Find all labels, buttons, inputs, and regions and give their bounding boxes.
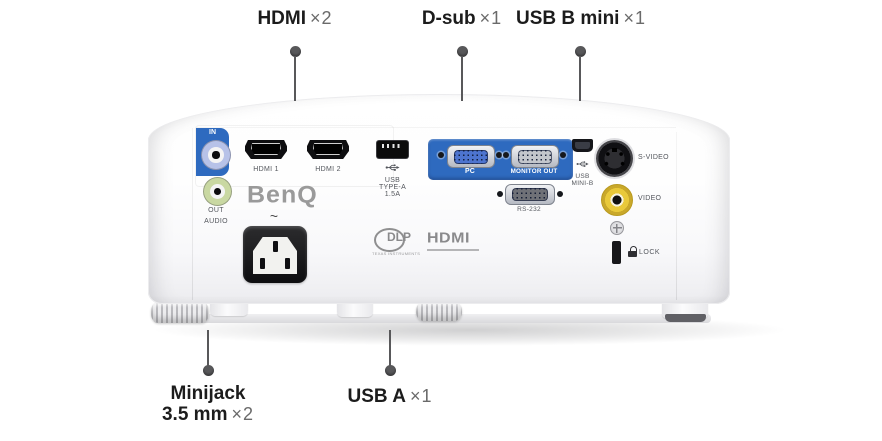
power-inlet [243, 226, 307, 283]
hdmi-1-port [245, 140, 287, 159]
lock-icon-body [628, 250, 637, 257]
pc-screw-left [438, 152, 444, 158]
adjustable-foot-center [416, 302, 462, 321]
rs232-screw-left [497, 191, 503, 197]
usb-trident-icon [385, 164, 400, 171]
video-rca-port [601, 184, 633, 216]
screw-icon [610, 221, 624, 235]
callout-usb-a-name: USB A [347, 386, 406, 407]
usb-type-a-label-block: USB TYPE-A 1.5A [370, 159, 415, 198]
pc-label: PC [464, 168, 476, 175]
callout-dsub-dot [457, 46, 468, 57]
rs232-label: RS-232 [517, 206, 541, 213]
usb-type-a-label-usb: USB [384, 177, 401, 184]
usb-type-a-label-type: TYPE-A [378, 184, 407, 191]
lock-icon-shackle [629, 246, 637, 252]
callout-dsub-count: ×1 [479, 8, 503, 28]
adjustable-foot-left [151, 302, 209, 323]
hdmi-2-port [307, 140, 349, 159]
callout-usb-b-mini-dot [575, 46, 586, 57]
callout-usb-b-mini-line [579, 56, 581, 101]
rs232-port [505, 184, 555, 205]
dlp-logo-ellipse [374, 228, 405, 252]
dlp-logo-text: DLP [387, 230, 411, 244]
callout-minijack-line [207, 330, 209, 367]
hdmi-2-label: HDMI 2 [315, 166, 341, 173]
lock-icon [628, 246, 637, 257]
audio-out-label: OUT [208, 207, 224, 214]
s-video-port [596, 140, 633, 177]
usb-mini-b-label-block: USB MINI-B [560, 155, 605, 187]
monitor-out-vga-port [511, 145, 559, 168]
callout-hdmi-line [294, 56, 296, 101]
callout-usb-b-mini: USB B mini×1 [516, 8, 646, 30]
callout-minijack: Minijack 3.5 mm×2 [162, 384, 254, 425]
usb-mini-b-port [572, 139, 593, 152]
rs232-inner [512, 188, 548, 201]
callout-usb-a-count: ×1 [409, 386, 433, 406]
benq-logo: BenQ [247, 181, 318, 209]
callout-usb-b-mini-name: USB B mini [516, 8, 620, 29]
audio-in-jack-ring [208, 147, 224, 163]
monitor-out-vga-inner [517, 149, 553, 164]
usb-mini-trident-icon [576, 161, 589, 167]
monitor-out-screw-left [503, 152, 509, 158]
kensington-lock-slot [612, 241, 621, 264]
audio-in-jack [201, 140, 231, 170]
callout-usb-a: USB A×1 [348, 386, 433, 408]
usb-mini-b-inner [575, 142, 590, 149]
power-inlet-c14 [253, 237, 297, 274]
ac-power-symbol: ~ [269, 208, 279, 224]
rs232-screw-right [557, 191, 563, 197]
audio-in-label: IN [209, 129, 216, 136]
usb-mini-b-label-type: MINI-B [571, 180, 594, 187]
callout-minijack-count: ×2 [231, 404, 255, 424]
monitor-out-label: MONITOR OUT [510, 168, 558, 175]
audio-out-jack-ring [209, 183, 226, 200]
callout-minijack-name: Minijack [170, 383, 246, 404]
callout-minijack-size: 3.5 mm [161, 404, 228, 425]
callout-minijack-dot [203, 365, 214, 376]
power-pin-slot-right [285, 258, 290, 269]
video-label: VIDEO [638, 195, 662, 202]
callout-hdmi-dot [290, 46, 301, 57]
body-crease-top [196, 127, 676, 128]
body-seam-left [192, 128, 193, 300]
hdmi-2-port-inner [313, 143, 343, 155]
usb-type-a-label-current: 1.5A [384, 191, 401, 198]
hdmi-logo: HDMI [427, 230, 470, 247]
dlp-logo-subtext: TEXAS INSTRUMENTS [372, 251, 421, 256]
power-pin-slot-left [260, 258, 265, 269]
lock-label: LOCK [639, 249, 661, 256]
audio-in-jack-hole [212, 151, 220, 159]
hdmi-1-port-inner [251, 143, 281, 155]
foot-right-pad [665, 314, 706, 322]
s-video-label: S-VIDEO [638, 154, 669, 161]
usb-type-a-port [377, 141, 408, 158]
s-video-pins [596, 140, 633, 177]
pc-vga-port [447, 145, 495, 168]
audio-out-jack [203, 177, 232, 206]
hdmi-logo-tagline-bar [427, 249, 479, 251]
callout-dsub-line [461, 56, 463, 101]
body-seam-right [676, 132, 677, 300]
hdmi-1-label: HDMI 1 [253, 166, 279, 173]
callout-usb-b-mini-count: ×1 [623, 8, 646, 28]
callout-dsub-name: D-sub [421, 8, 476, 29]
callout-usb-a-line [389, 330, 391, 367]
usb-type-a-contacts [382, 144, 403, 148]
callout-usb-a-dot [385, 365, 396, 376]
callout-hdmi-count: ×2 [310, 8, 333, 28]
power-pin-slot-center [272, 241, 278, 252]
audio-out-jack-hole [214, 188, 221, 195]
pc-vga-inner [453, 149, 489, 164]
callout-minijack-line2: 3.5 mm×2 [162, 404, 254, 425]
callout-hdmi: HDMI×2 [257, 8, 332, 30]
audio-group-label: AUDIO [204, 218, 228, 225]
usb-mini-b-label-usb: USB [575, 173, 590, 180]
callout-hdmi-name: HDMI [257, 8, 307, 29]
monitor-out-screw-right [560, 152, 566, 158]
callout-dsub: D-sub×1 [422, 8, 502, 30]
pc-screw-right [496, 152, 502, 158]
